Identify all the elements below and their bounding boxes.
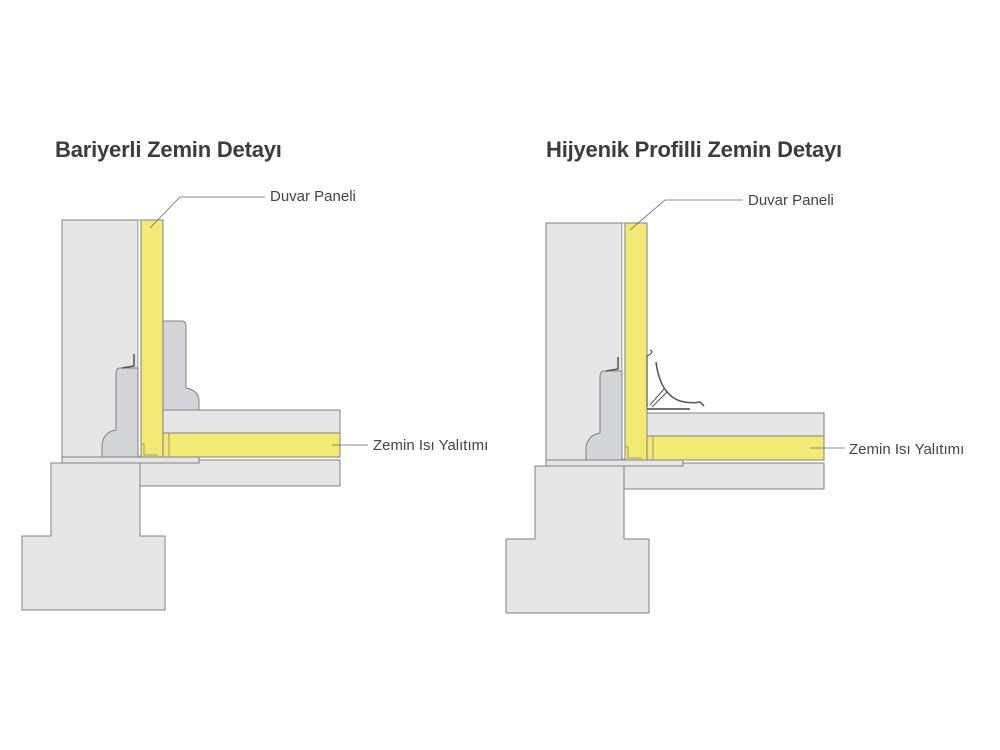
diagram-title-barrier: Bariyerli Zemin Detayı (55, 137, 282, 162)
barrier-floor-detail (21, 196, 368, 611)
concrete-barrier (162, 320, 200, 411)
label-floor-insulation: Zemin Isı Yalıtımı (849, 441, 965, 458)
label-wall-panel: Duvar Paneli (270, 188, 356, 205)
hygienic-cove-profile (629, 199, 845, 449)
label-floor-insulation: Zemin Isı Yalıtımı (373, 437, 489, 454)
diagram-title-hygienic: Hijyenik Profilli Zemin Detayı (546, 137, 842, 162)
label-wall-panel: Duvar Paneli (748, 192, 834, 209)
leader-line-wall (629, 199, 743, 231)
hygienic-profile-floor-detail (505, 222, 825, 614)
leader-line-wall (149, 196, 265, 229)
